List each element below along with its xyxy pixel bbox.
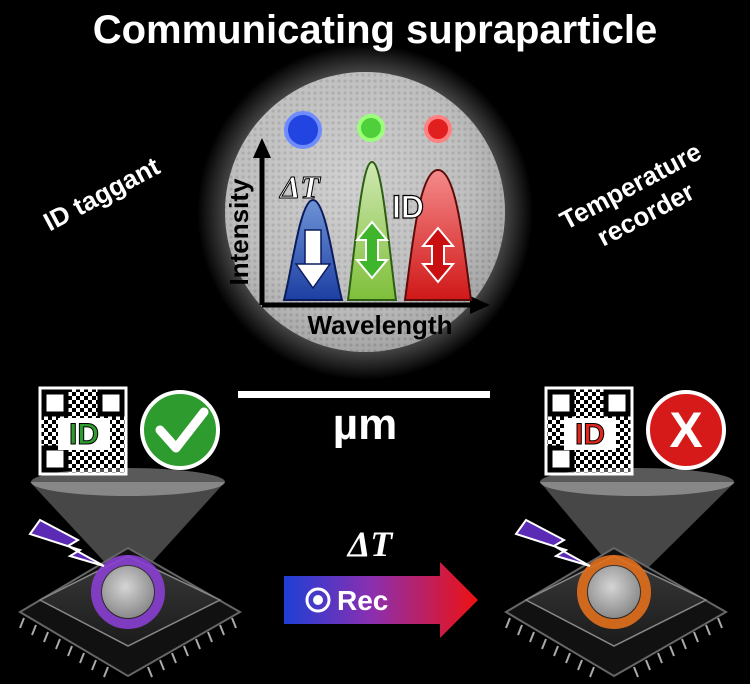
left-qr-code: ID: [38, 386, 128, 476]
check-badge: [140, 390, 220, 470]
left-magnifier-cone: [30, 482, 225, 570]
left-id-text: ID: [69, 418, 99, 451]
rec-label: Rec: [337, 585, 388, 616]
left-chip: [18, 546, 243, 678]
right-qr-code: ID: [544, 386, 634, 476]
x-badge-text: X: [669, 402, 702, 458]
spectrum-axes: [253, 138, 490, 314]
page-title: Communicating supraparticle: [92, 8, 658, 52]
right-id-text: ID: [575, 418, 605, 451]
green-emitter-dot: [357, 114, 385, 142]
arrow-delta-t-label: ΔT: [346, 524, 395, 564]
right-chip-particle: [588, 566, 640, 618]
wavelength-axis-label: Wavelength: [308, 310, 453, 340]
orange-glow-ring: [577, 555, 651, 629]
x-badge: X: [646, 390, 726, 470]
right-lightning-icon: [514, 518, 591, 567]
left-lightning-icon: [28, 518, 105, 567]
blue-down-arrow: [294, 229, 332, 290]
purple-glow-ring: [91, 555, 165, 629]
left-chip-particle: [102, 566, 154, 618]
blue-emitter-dot: [284, 111, 322, 149]
record-arrow: [284, 562, 478, 638]
right-chip: [504, 546, 729, 678]
red-emitter-dot: [424, 115, 452, 143]
scale-bar: [238, 391, 490, 398]
green-updown-arrow: [354, 220, 390, 280]
red-updown-arrow: [420, 226, 456, 284]
right-magnifier-cone: [540, 482, 735, 570]
intensity-axis-label: Intensity: [224, 178, 254, 285]
record-icon: [305, 587, 331, 613]
delta-t-peak-label: ΔT: [278, 169, 321, 205]
scale-bar-unit: µm: [332, 400, 398, 449]
id-peak-label: ID: [392, 189, 424, 225]
